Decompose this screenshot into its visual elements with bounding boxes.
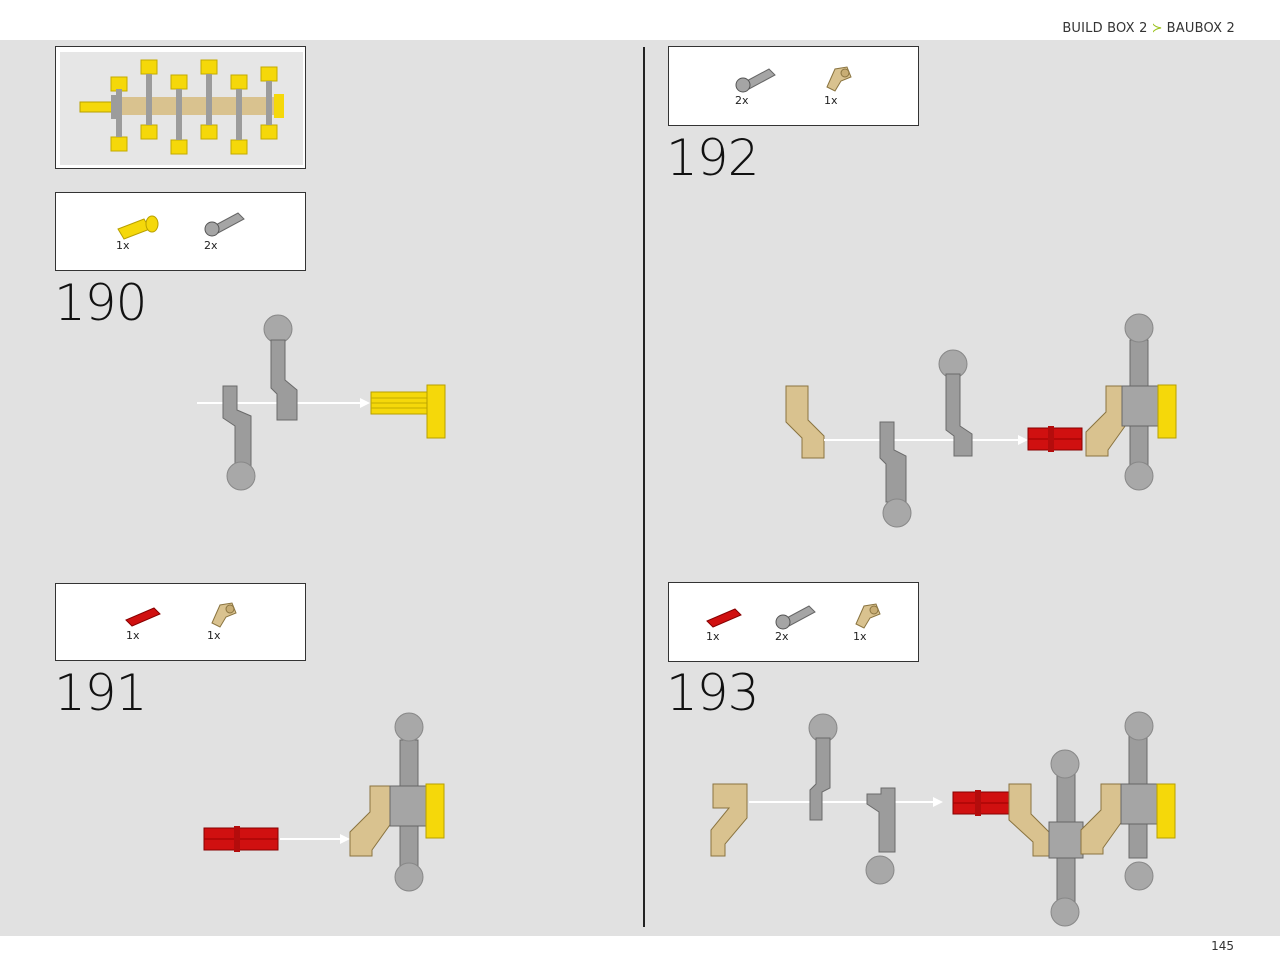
tan-connector-icon bbox=[855, 603, 881, 629]
qty-label: 1x bbox=[126, 629, 140, 642]
grey-ball-link-icon bbox=[865, 787, 896, 885]
grey-ball-link-icon bbox=[808, 713, 838, 821]
grey-ball-link-icon bbox=[735, 68, 776, 93]
qty-label: 2x bbox=[775, 630, 789, 643]
red-axle-icon bbox=[1027, 426, 1083, 452]
page-header: BUILD BOX 2≻BAUBOX 2 bbox=[0, 0, 1280, 40]
grey-ball-link-icon bbox=[222, 385, 256, 491]
column-divider bbox=[643, 47, 645, 927]
grey-ball-link-icon bbox=[204, 212, 245, 237]
qty-label: 1x bbox=[824, 94, 838, 107]
yellow-axle-pin-icon bbox=[117, 215, 159, 240]
parts-box-193: 1x 2x 1x bbox=[668, 582, 919, 662]
qty-label: 2x bbox=[735, 94, 749, 107]
parts-box-192: 2x 1x bbox=[668, 46, 919, 126]
assembly-sub-build bbox=[349, 712, 445, 892]
red-axle-icon bbox=[203, 826, 279, 852]
breadcrumb-separator-icon: ≻ bbox=[1151, 21, 1163, 36]
step-number-192: 192 bbox=[666, 129, 759, 187]
qty-label: 1x bbox=[116, 239, 130, 252]
qty-label: 1x bbox=[207, 629, 221, 642]
crankshaft-assembly-icon bbox=[60, 52, 303, 165]
yellow-axle-pin-icon bbox=[370, 384, 446, 439]
page-number: 145 bbox=[1211, 939, 1234, 953]
grey-ball-link-icon bbox=[263, 314, 298, 421]
grey-ball-link-icon bbox=[775, 605, 816, 630]
grey-ball-link-icon bbox=[879, 421, 912, 528]
red-axle-icon bbox=[125, 607, 161, 627]
step-191-illustration bbox=[203, 712, 445, 892]
parts-box-190: 1x 2x bbox=[55, 192, 306, 271]
parts-box-191: 1x 1x bbox=[55, 583, 306, 661]
red-axle-icon bbox=[706, 608, 742, 628]
tan-connector-icon bbox=[211, 602, 237, 628]
qty-label: 2x bbox=[204, 239, 218, 252]
tan-connector-icon bbox=[826, 66, 852, 92]
red-axle-icon bbox=[952, 790, 1010, 816]
breadcrumb-baubox: BAUBOX 2 bbox=[1166, 21, 1235, 36]
qty-label: 1x bbox=[706, 630, 720, 643]
assembly-sub-build bbox=[1085, 313, 1177, 491]
step-192-illustration bbox=[785, 313, 1177, 528]
breadcrumb-build-box: BUILD BOX 2 bbox=[1062, 21, 1148, 36]
step-number-191: 191 bbox=[54, 664, 147, 722]
step-number-190: 190 bbox=[54, 274, 147, 332]
grey-ball-link-icon bbox=[938, 349, 973, 457]
breadcrumb: BUILD BOX 2≻BAUBOX 2 bbox=[1062, 21, 1235, 36]
step-number-193: 193 bbox=[666, 664, 759, 722]
reference-assembly-box bbox=[55, 46, 306, 169]
step-193-illustration bbox=[710, 711, 1176, 927]
assembly-sub-build bbox=[1008, 711, 1176, 927]
qty-label: 1x bbox=[853, 630, 867, 643]
step-190-illustration bbox=[197, 314, 446, 491]
